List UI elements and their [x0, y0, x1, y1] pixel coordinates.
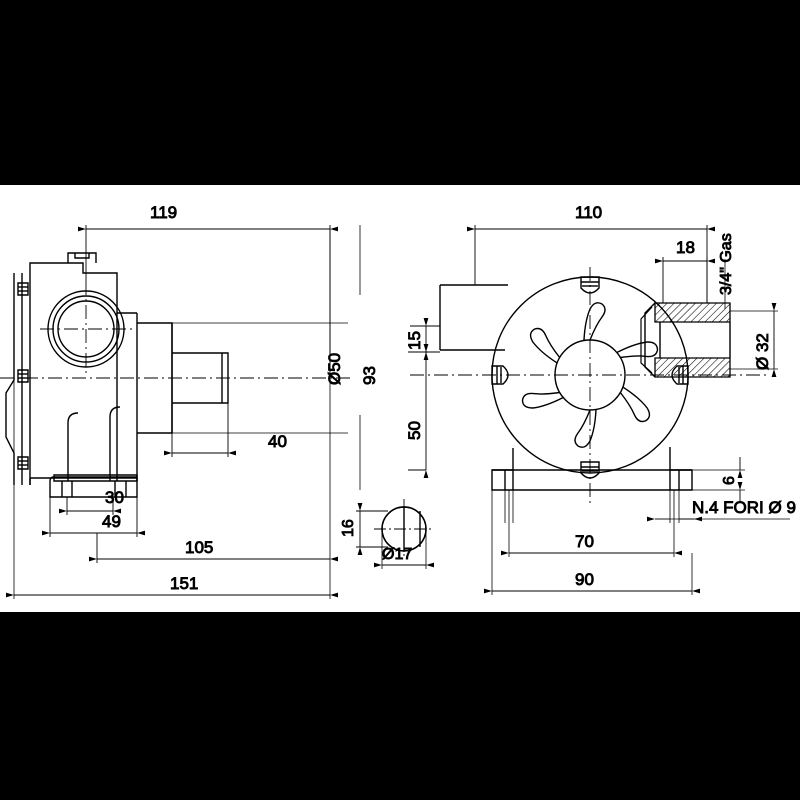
impeller-vane-5 [521, 391, 564, 409]
dimtext-gas: 3/4" Gas [718, 233, 735, 295]
screw-head-top [580, 276, 600, 294]
dimtext-90: 90 [575, 570, 594, 589]
screw-head-bottom [580, 461, 600, 479]
dimtext-50: 50 [405, 421, 424, 440]
bolt-head-top [17, 282, 29, 296]
dimtext-6: 6 [721, 476, 738, 485]
left-view-group [0, 252, 350, 498]
dimtext-119: 119 [150, 203, 177, 222]
top-letterbox-bar [0, 0, 800, 185]
foot-plate-outline [49, 476, 138, 498]
dimtext-18: 18 [676, 238, 695, 257]
top-boss-outline [67, 252, 97, 263]
right-view-group [410, 267, 770, 503]
dimtext-d17: Ø17 [382, 546, 412, 563]
body-top-outline [29, 262, 137, 314]
impeller-vanes [521, 302, 659, 448]
base-outline [491, 447, 693, 491]
body-rib-right [109, 406, 121, 481]
left-view-dimensions: 119 Ø50 93 40 30 [6, 203, 379, 599]
impeller-vane-4 [574, 409, 597, 448]
drawing-canvas: 119 Ø50 93 40 30 [0, 185, 800, 612]
bolt-head-mid [17, 369, 29, 383]
dimtext-d50: Ø50 [325, 353, 344, 385]
impeller-vane-6 [529, 327, 561, 364]
port-wall-lower [654, 357, 731, 378]
port-wall-upper [654, 302, 731, 323]
detail-centrelines [374, 499, 434, 559]
left-view-centrelines [0, 281, 350, 379]
screw-head-left [491, 365, 509, 385]
dimtext-40: 40 [268, 432, 287, 451]
dimtext-93: 93 [360, 366, 379, 385]
port-transition-inner [640, 306, 653, 374]
shaft-section-detail-group: 16 Ø17 [340, 499, 434, 569]
discharge-port-boss [640, 302, 731, 378]
dimtext-49: 49 [102, 512, 121, 531]
dimtext-16: 16 [340, 519, 357, 537]
dimtext-15: 15 [405, 331, 424, 350]
dimtext-151: 151 [170, 574, 198, 593]
dimtext-105: 105 [185, 538, 213, 557]
bottom-letterbox-bar [0, 612, 800, 800]
dimtext-110: 110 [575, 203, 602, 222]
detail-dimensions: 16 Ø17 [340, 503, 434, 569]
impeller-vane-1 [583, 302, 606, 341]
dimtext-70: 70 [575, 532, 594, 551]
body-rib-left [67, 412, 79, 481]
right-view-dimensions: 110 18 3/4" Gas Ø 32 15 [405, 203, 796, 595]
rear-flange-outline [5, 305, 15, 485]
port-transition-outline [644, 302, 656, 378]
mounting-base [491, 447, 693, 491]
impeller-vane-3 [619, 386, 651, 423]
impeller-vane-2 [616, 341, 659, 359]
bolt-head-bottom [17, 456, 29, 470]
right-view-centrelines [410, 267, 770, 503]
top-boss-slot [74, 253, 90, 259]
dimtext-30: 30 [105, 488, 124, 507]
dimtext-d32: Ø 32 [753, 333, 772, 370]
flange-bolt-heads [17, 282, 29, 470]
dimtext-fori: N.4 FORI Ø 9 [692, 498, 796, 517]
